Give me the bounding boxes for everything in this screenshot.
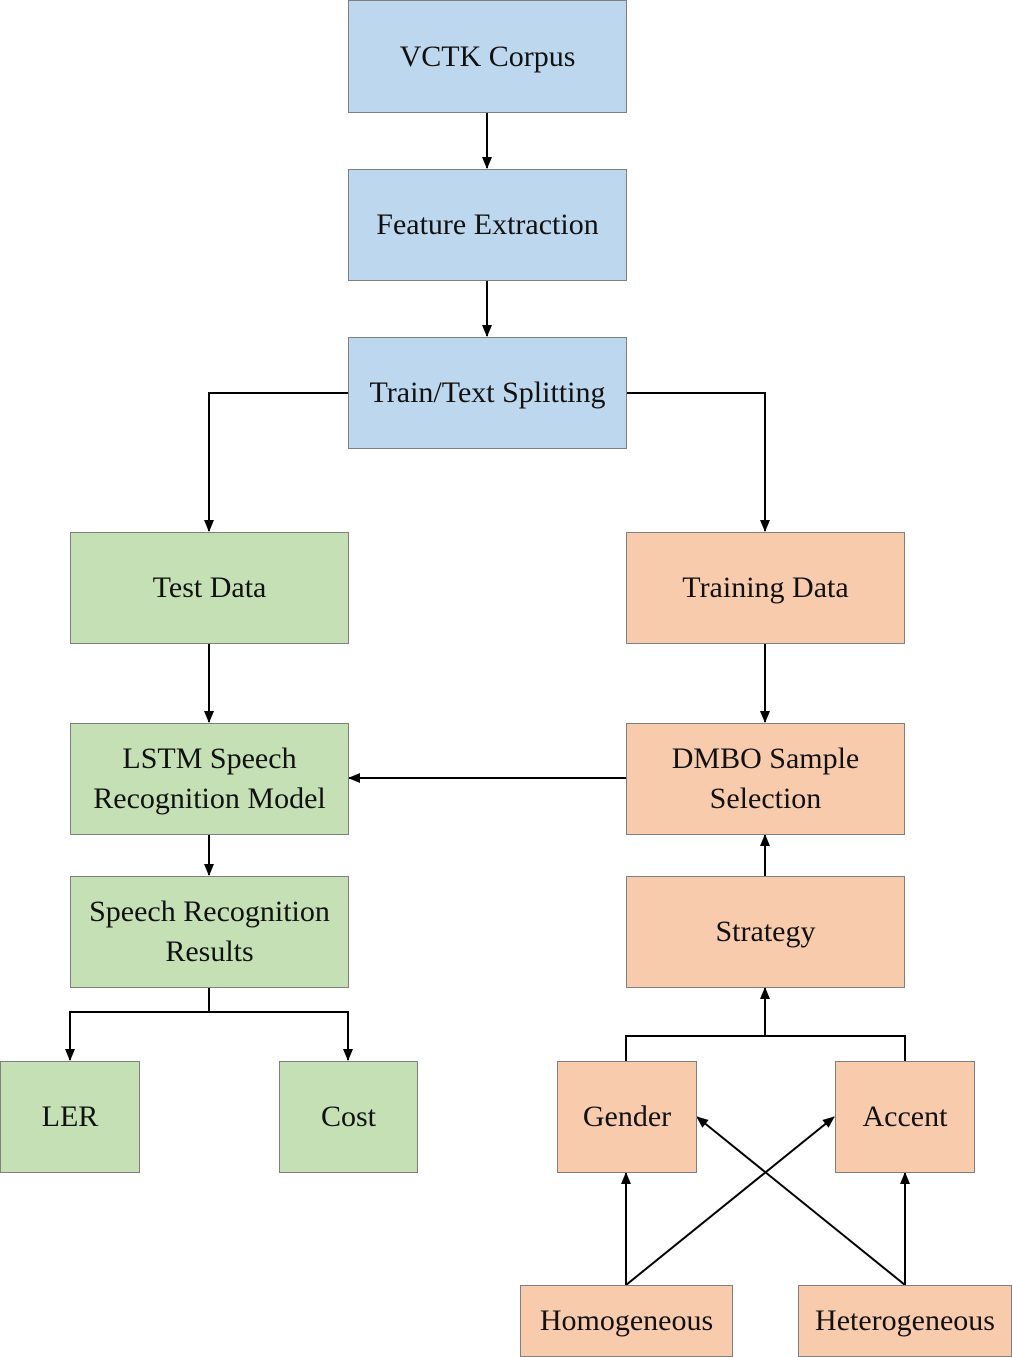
node-training-data: Training Data [626, 532, 905, 644]
node-speech-recognition-results: Speech Recognition Results [70, 876, 349, 988]
node-gender: Gender [557, 1061, 697, 1173]
node-dmbo-sample-selection: DMBO Sample Selection [626, 723, 905, 835]
edge-split-train [626, 392, 770, 532]
node-ler: LER [0, 1061, 140, 1173]
node-accent: Accent [835, 1061, 975, 1173]
node-heterogeneous: Heterogeneous [798, 1285, 1012, 1357]
node-homogeneous: Homogeneous [520, 1285, 733, 1357]
edge-split-test [204, 392, 348, 532]
edge-homogeneous-accent [625, 1116, 835, 1286]
node-strategy: Strategy [626, 876, 905, 988]
edge-heterogeneous-gender [696, 1116, 906, 1286]
node-vctk-corpus: VCTK Corpus [348, 0, 627, 113]
edge-results-cost [209, 1011, 353, 1061]
edge-gender-strategy [625, 987, 770, 1061]
node-cost: Cost [279, 1061, 418, 1173]
edge-accent-strategy [765, 1035, 906, 1061]
node-train-text-splitting: Train/Text Splitting [348, 337, 627, 449]
node-test-data: Test Data [70, 532, 349, 644]
edge-results-ler [65, 987, 210, 1061]
node-feature-extraction: Feature Extraction [348, 169, 627, 281]
node-lstm-model: LSTM Speech Recognition Model [70, 723, 349, 835]
